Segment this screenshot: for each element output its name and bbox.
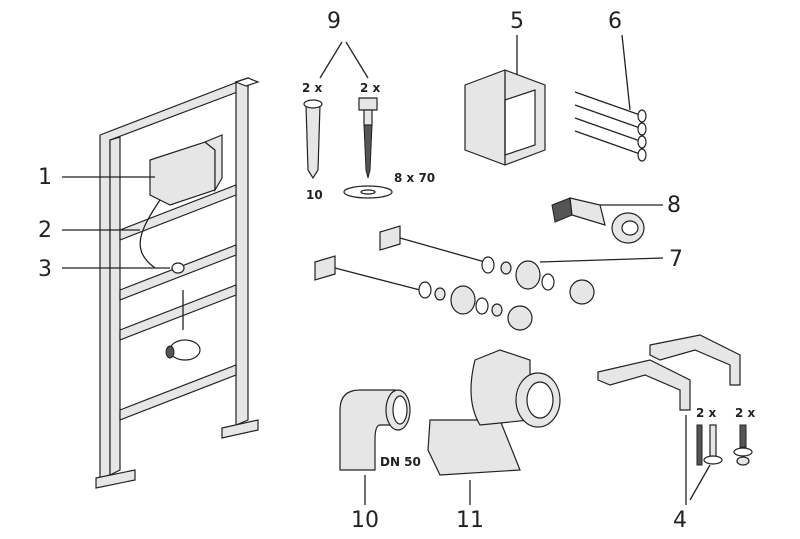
callout-1: 1 [38, 165, 52, 190]
dowel-size-label: 10 [306, 188, 323, 202]
long-screws [574, 91, 647, 162]
callout-2: 2 [38, 218, 52, 243]
callout-8: 8 [667, 193, 681, 218]
callout-11: 11 [456, 508, 484, 533]
bracket-screw-qty-label: 2 x [696, 406, 717, 420]
elbow-size-label: DN 50 [380, 455, 421, 469]
callout-6: 6 [608, 9, 622, 34]
siphon-trap [427, 349, 561, 476]
callout-4: 4 [673, 508, 687, 533]
threaded-rods-and-nuts [314, 225, 595, 331]
callout-7: 7 [669, 247, 683, 272]
bracket-bolt-qty-label: 2 x [735, 406, 756, 420]
screw-size-label: 8 x 70 [394, 171, 435, 185]
wall-brackets [597, 334, 753, 466]
leader-7 [539, 257, 664, 263]
callout-10: 10 [351, 508, 379, 533]
callout-5: 5 [510, 9, 524, 34]
callout-9: 9 [327, 9, 341, 34]
installation-frame [95, 77, 260, 489]
callout-3: 3 [38, 257, 52, 282]
elbow-pipe [339, 389, 411, 471]
dowels-and-screws [303, 41, 393, 199]
screw-qty-label: 2 x [360, 81, 381, 95]
leader-6 [621, 34, 631, 111]
box-spacer [464, 69, 546, 166]
leader-4b [689, 464, 711, 501]
dowel-qty-label: 2 x [302, 81, 323, 95]
connector-and-seal [551, 197, 645, 244]
